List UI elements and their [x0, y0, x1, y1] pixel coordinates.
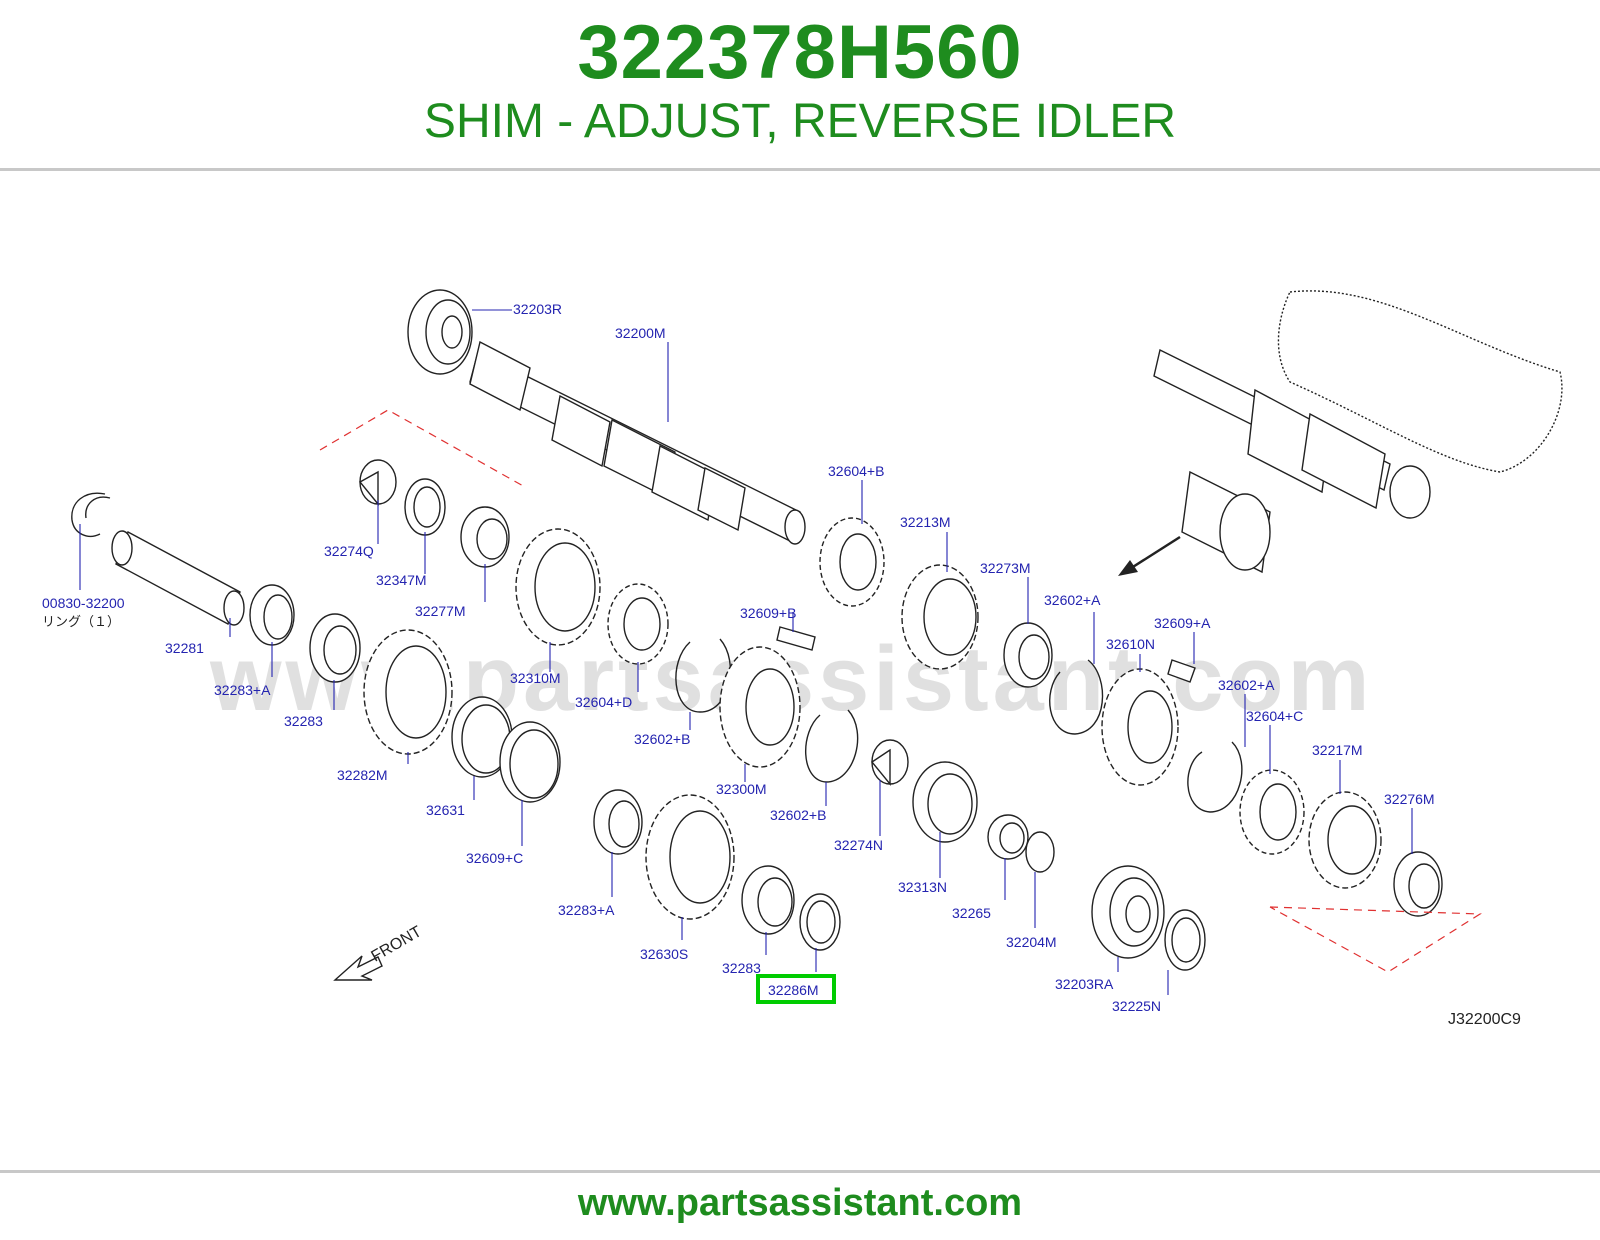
assembly-arrow: [1118, 535, 1181, 576]
thrust-washer-32283A: [249, 584, 295, 646]
snap-ring-32602A: [1049, 659, 1104, 735]
hub-32604B: [819, 517, 885, 607]
label-32283A-1[interactable]: 32283+A: [214, 682, 271, 698]
dashed-group-marker-left: [319, 409, 526, 488]
collar-32313N: [912, 761, 978, 843]
label-32276M[interactable]: 32276M: [1384, 791, 1435, 807]
label-32631[interactable]: 32631: [426, 802, 465, 818]
reverse-idler-gear-32630S: [645, 794, 735, 920]
label-32274N[interactable]: 32274N: [834, 837, 883, 853]
label-00830-note: リング（１）: [42, 614, 120, 629]
front-direction-arrow: FRONT: [333, 923, 425, 981]
gear-32282M: [363, 629, 453, 755]
part-description: SHIM - ADJUST, REVERSE IDLER: [423, 95, 1177, 148]
part-number-title: 322378H560: [577, 10, 1023, 95]
label-32313N[interactable]: 32313N: [898, 879, 947, 895]
bearing-32203RA: [1091, 865, 1165, 959]
ring-32631: [451, 696, 513, 778]
bushing-32265: [987, 814, 1029, 860]
snap-ring-32602B: [675, 638, 732, 713]
label-32604C[interactable]: 32604+C: [1246, 708, 1303, 724]
label-32310M[interactable]: 32310M: [510, 670, 561, 686]
label-32610N[interactable]: 32610N: [1106, 636, 1155, 652]
label-32602A-1[interactable]: 32602+A: [1044, 592, 1101, 608]
sleeve-32300M: [719, 646, 801, 768]
dashed-group-marker-right: [1269, 906, 1482, 973]
gear-32217M: [1308, 791, 1382, 889]
label-32602B-2[interactable]: 32602+B: [770, 807, 826, 823]
label-32283-1[interactable]: 32283: [284, 713, 323, 729]
needle-bearing-32273M: [1003, 622, 1053, 688]
label-32602B-1[interactable]: 32602+B: [634, 731, 690, 747]
label-32283-2[interactable]: 32283: [722, 960, 761, 976]
label-32604B[interactable]: 32604+B: [828, 463, 884, 479]
label-32203R[interactable]: 32203R: [513, 301, 562, 317]
part-labels: 32203R 32200M 32604+B 32213M 32273M 3260…: [42, 301, 1521, 1028]
label-32281[interactable]: 32281: [165, 640, 204, 656]
hub-32604C: [1239, 769, 1305, 855]
label-32277M[interactable]: 32277M: [415, 603, 466, 619]
shaft-32281: [111, 530, 245, 626]
gear-32213M: [901, 564, 979, 670]
gear-32610N: [1101, 668, 1179, 786]
label-32300M[interactable]: 32300M: [716, 781, 767, 797]
label-32630S[interactable]: 32630S: [640, 946, 688, 962]
footer-divider: [0, 1170, 1600, 1173]
exploded-parts-diagram: www.partsassistant.com: [42, 289, 1563, 1028]
ring-32609C: [499, 721, 561, 803]
snap-ring-32602A-2: [1187, 741, 1243, 813]
label-32283A-2[interactable]: 32283+A: [558, 902, 615, 918]
label-32602A-2[interactable]: 32602+A: [1218, 677, 1275, 693]
label-32609B[interactable]: 32609+B: [740, 605, 796, 621]
washer-32347M: [404, 478, 446, 536]
label-00830-32200[interactable]: 00830-32200: [42, 595, 125, 611]
label-32286M[interactable]: 32286M: [768, 982, 819, 998]
label-32347M[interactable]: 32347M: [376, 572, 427, 588]
leader-lines: [79, 309, 1413, 995]
gear-32310M: [515, 528, 601, 646]
bushing-32274Q: [358, 459, 397, 506]
insert-32609B: [776, 626, 816, 651]
insert-32609A: [1167, 659, 1196, 683]
front-label: FRONT: [369, 923, 425, 965]
label-32200M[interactable]: 32200M: [615, 325, 666, 341]
needle-bearing-32283-2: [741, 865, 795, 935]
reference-assembly: [1153, 290, 1563, 574]
washer-32225N: [1164, 909, 1206, 971]
label-32225N[interactable]: 32225N: [1112, 998, 1161, 1014]
label-32213M[interactable]: 32213M: [900, 514, 951, 530]
label-32604D[interactable]: 32604+D: [575, 694, 632, 710]
label-32204M[interactable]: 32204M: [1006, 934, 1057, 950]
header-divider: [0, 168, 1600, 171]
needle-bearing-32277M: [460, 506, 510, 568]
label-32274Q[interactable]: 32274Q: [324, 543, 374, 559]
label-32609C[interactable]: 32609+C: [466, 850, 523, 866]
bearing-32203R: [407, 289, 473, 375]
diagram-code: J32200C9: [1448, 1011, 1521, 1028]
label-32609A[interactable]: 32609+A: [1154, 615, 1211, 631]
needle-bearing-32276M: [1393, 851, 1443, 917]
bushing-32274N: [870, 739, 909, 786]
footer-url[interactable]: www.partsassistant.com: [577, 1182, 1023, 1224]
snap-ring-00830-32200: [71, 492, 111, 538]
hub-32604D: [607, 583, 669, 665]
label-32265[interactable]: 32265: [952, 905, 991, 921]
thrust-washer-32283A-2: [593, 789, 643, 855]
shim-32286M: [799, 893, 841, 951]
label-32273M[interactable]: 32273M: [980, 560, 1031, 576]
label-32217M[interactable]: 32217M: [1312, 742, 1363, 758]
label-32203RA[interactable]: 32203RA: [1055, 976, 1114, 992]
needle-bearing-32283: [309, 613, 361, 683]
main-shaft-32200M: [469, 340, 806, 545]
washer-32204M: [1025, 831, 1055, 873]
label-32282M[interactable]: 32282M: [337, 767, 388, 783]
highlight-box-32286M: [756, 974, 836, 1004]
